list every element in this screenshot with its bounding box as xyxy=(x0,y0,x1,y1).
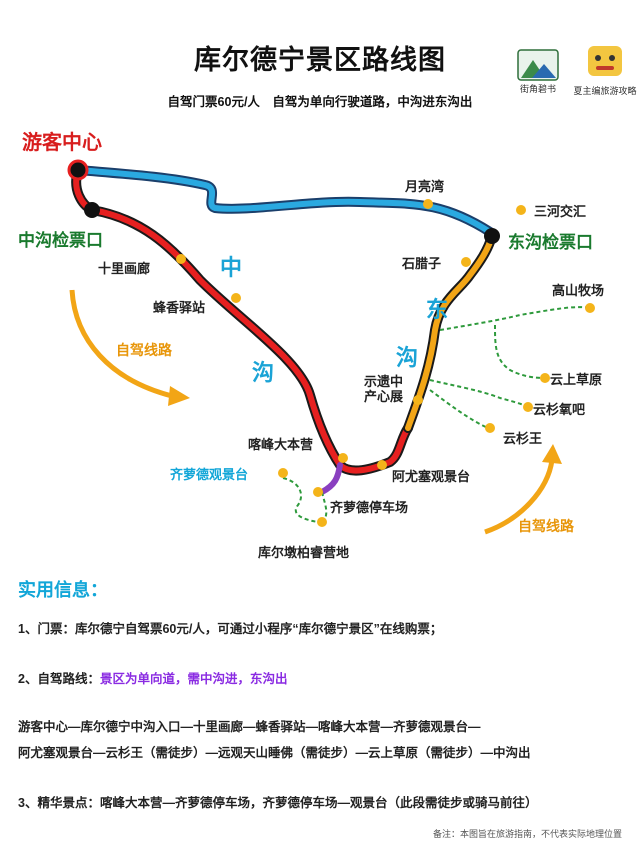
poi-cloud-meadow xyxy=(540,373,550,383)
middle-gate-node xyxy=(84,202,100,218)
logo-left-text: 街角碧书 xyxy=(519,84,556,94)
page-title: 库尔德宁景区路线图 xyxy=(194,45,446,75)
poi-three-rivers xyxy=(516,205,526,215)
parking-spur xyxy=(319,462,343,495)
label-bee-station: 蜂香驿站 xyxy=(153,300,206,315)
label-moon-bay: 月亮湾 xyxy=(405,179,445,194)
poi-qimengde-deck xyxy=(278,468,288,478)
logo-right-text: 夏主编旅游攻略 xyxy=(573,86,637,96)
self-drive-arrow-right xyxy=(484,459,555,535)
east-route xyxy=(405,233,495,431)
logo-left-icon xyxy=(517,49,559,81)
route-char-east-1: 东 xyxy=(426,297,449,322)
logo-right-icon xyxy=(588,46,622,76)
route-char-middle-2: 沟 xyxy=(252,360,275,385)
poi-ayou-deck xyxy=(377,460,387,470)
top-road-fill xyxy=(75,167,493,235)
info-item-2-highlight: 景区为单向道，需中沟进，东沟出 xyxy=(99,672,288,686)
label-shilazi: 石腊子 xyxy=(402,256,442,271)
poi-exhibition xyxy=(413,395,423,405)
info-item-1: 1、门票：库尔德宁自驾票60元/人，可通过小程序“库尔德宁景区”在线购票； xyxy=(18,622,443,636)
self-drive-label-left: 自驾线路 xyxy=(116,342,172,358)
middle-gate-label: 中沟检票口 xyxy=(18,231,103,250)
self-drive-arrow-left-head xyxy=(168,386,190,406)
label-exhibition: 示遗中产心展 xyxy=(364,374,404,404)
poi-shiliu-gallery xyxy=(176,254,186,264)
logo-right: 夏主编旅游攻略 xyxy=(570,84,640,97)
poi-highland-pasture xyxy=(585,303,595,313)
logo-left: 街角碧书 xyxy=(516,82,560,95)
label-spruce-oxygen: 云杉氧吧 xyxy=(533,402,586,417)
poi-kafeng-camp xyxy=(338,453,348,463)
poi-spruce-king xyxy=(485,423,495,433)
info-item-2-prefix: 2、自驾路线： xyxy=(18,672,100,686)
east-gate-node xyxy=(484,228,500,244)
page-subtitle: 自驾门票60元/人 自驾为单向行驶道路，中沟进东沟出 xyxy=(167,95,473,109)
info-route-line-2: 阿尤塞观景台—云杉王（需徒步）—远观天山睡佛（需徒步）—云上草原（需徒步）—中沟… xyxy=(18,746,531,760)
poi-spruce-oxygen xyxy=(523,402,533,412)
poi-moon-bay xyxy=(423,199,433,209)
info-heading: 实用信息： xyxy=(18,580,108,600)
label-shiliu-gallery: 十里画廊 xyxy=(98,261,151,276)
label-kuer-camp: 库尔墩柏睿营地 xyxy=(258,545,350,560)
label-cloud-meadow: 云上草原 xyxy=(550,372,603,387)
poi-dots xyxy=(176,199,595,527)
label-ayou-deck: 阿尤塞观景台 xyxy=(392,469,471,484)
footnote: 备注：本图旨在旅游指南，不代表实际地理位置 xyxy=(432,829,622,839)
route-char-east-2: 沟 xyxy=(396,345,419,370)
hiking-trails xyxy=(282,306,591,523)
self-drive-arrow-right-head xyxy=(542,444,562,464)
label-kafeng-camp: 喀峰大本营 xyxy=(248,437,314,452)
visitor-center-label: 游客中心 xyxy=(22,132,102,154)
self-drive-arrow-left xyxy=(69,289,173,399)
label-highland-pasture: 高山牧场 xyxy=(552,283,605,298)
east-gate-label: 东沟检票口 xyxy=(508,233,593,252)
label-three-rivers: 三河交汇 xyxy=(534,204,587,219)
info-item-3: 3、精华景点：喀峰大本营—齐萝德停车场，齐萝德停车场—观景台（此段需徒步或骑马前… xyxy=(18,796,538,810)
label-qimengde-deck: 齐萝德观景台 xyxy=(170,467,249,482)
info-route-line-1: 游客中心—库尔德宁中沟入口—十里画廊—蜂香驿站—喀峰大本营—齐萝德观景台— xyxy=(18,720,481,734)
route-char-middle-1: 中 xyxy=(220,255,243,280)
poi-kuer-camp xyxy=(317,517,327,527)
info-item-2: 2、自驾路线：景区为单向道，需中沟进，东沟出 xyxy=(18,668,287,687)
label-qimengde-parking: 齐萝德停车场 xyxy=(330,500,409,515)
visitor-center-node xyxy=(67,159,89,181)
poi-shilazi xyxy=(461,257,471,267)
self-drive-label-right: 自驾线路 xyxy=(518,518,574,534)
label-spruce-king: 云杉王 xyxy=(503,431,543,446)
poi-parking xyxy=(313,487,323,497)
poi-bee-station xyxy=(231,293,241,303)
